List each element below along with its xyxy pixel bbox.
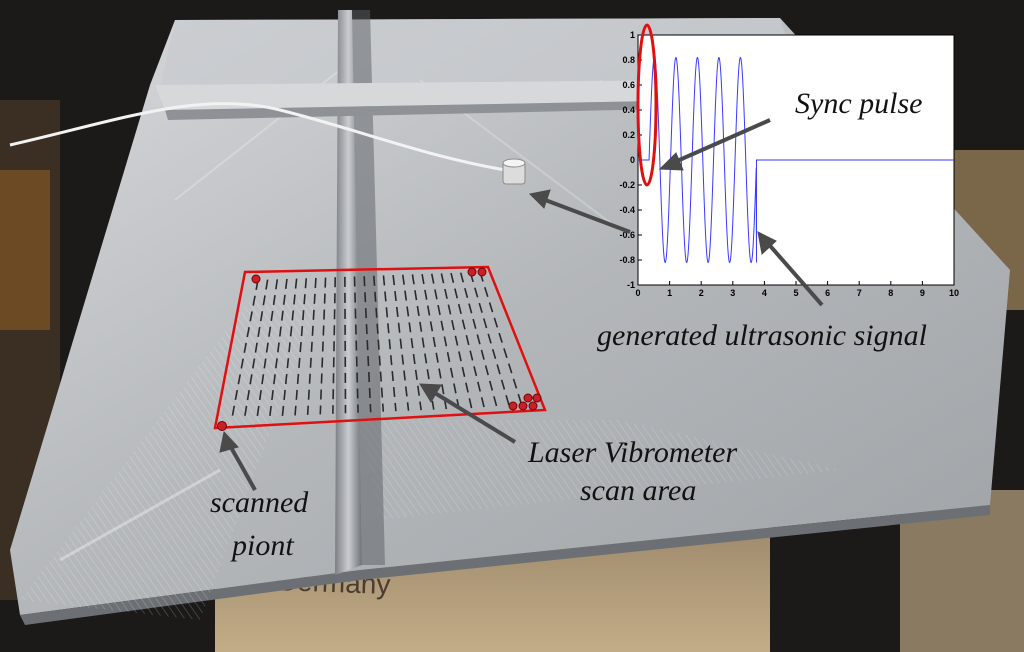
label-scan-area-line1: Laser Vibrometer — [527, 436, 737, 469]
scan-line — [382, 275, 397, 412]
scan-line — [231, 279, 259, 419]
scan-point-markers-bottom-right — [508, 393, 542, 411]
vertical-stiffener — [335, 10, 362, 575]
scan-line — [344, 276, 347, 414]
arrow-transducer — [539, 196, 631, 234]
arrow-transducer-head — [528, 189, 551, 209]
arrow-generated-signal — [763, 238, 824, 307]
label-scanned-line2: piont — [230, 529, 294, 562]
label-scanned-line1: scanned — [210, 486, 309, 519]
x-tick-label: 7 — [857, 288, 862, 298]
scan-line — [256, 279, 279, 418]
x-tick-label: 10 — [949, 288, 959, 298]
y-tick-label: -1 — [627, 280, 635, 290]
x-tick-label: 4 — [762, 288, 767, 298]
label-sync-pulse: Sync pulse — [795, 87, 922, 120]
sensor-cable — [9, 101, 506, 172]
scan-line — [459, 272, 498, 408]
arrow-generated-signal-head — [757, 231, 777, 255]
y-tick-label: 0.2 — [622, 130, 635, 140]
label-generated-signal: generated ultrasonic signal — [597, 319, 927, 352]
y-tick-label: 0.4 — [622, 105, 635, 115]
y-tick-label: 0.6 — [622, 80, 635, 90]
signal-chart: 0 1 2 3 4 5 6 7 8 9 10 1 0.8 0.6 0.4 0.2 0 -0.2 -0.4 -0.6 -0… — [619, 23, 959, 298]
stiffener-shadow — [352, 10, 385, 565]
scan-line — [450, 272, 485, 408]
scan-line — [332, 277, 337, 414]
y-tick-label: 1 — [630, 30, 635, 40]
y-tick-label: -0.8 — [619, 255, 635, 265]
scan-line — [269, 278, 288, 417]
scan-point-markers-top-right — [467, 267, 487, 277]
scan-line — [373, 275, 385, 412]
arrow-scanned-point-head — [219, 430, 239, 453]
rib-lower-right — [360, 420, 840, 520]
left-box — [0, 170, 50, 330]
arrow-sync-pulse — [667, 118, 771, 167]
y-tick-label: -0.2 — [619, 180, 635, 190]
x-tick-label: 0 — [635, 288, 640, 298]
x-tick-label: 2 — [699, 288, 704, 298]
scan-line — [281, 278, 298, 416]
scan-area-border — [213, 265, 547, 430]
x-tick-label: 8 — [888, 288, 893, 298]
arrow-scanned-point — [226, 441, 257, 491]
scan-line — [306, 277, 317, 415]
scan-line — [440, 273, 473, 409]
chart-ticks: 0 1 2 3 4 5 6 7 8 9 10 1 0.8 0.6 0.4 0.2 0 -0.2 -0.4 -0.6 -0… — [619, 30, 959, 298]
arrow-sync-pulse-head — [658, 152, 684, 171]
scan-line — [243, 279, 269, 418]
signal-line — [638, 56, 954, 264]
y-tick-label: 0.8 — [622, 55, 635, 65]
x-tick-label: 5 — [793, 288, 798, 298]
annotation-arrows — [219, 118, 824, 491]
ultrasonic-transducer — [502, 158, 526, 185]
plate-edge — [20, 505, 990, 625]
scan-line — [392, 275, 410, 411]
label-scan-area-line2: scan area — [580, 474, 696, 507]
scan-line — [319, 277, 327, 415]
scanned-point-marker — [217, 421, 227, 431]
arrow-scan-area-head — [419, 383, 442, 403]
scan-point-markers-top-left — [251, 274, 261, 284]
scan-line — [401, 274, 422, 411]
crease-4 — [59, 468, 221, 562]
scan-line — [469, 272, 511, 407]
y-tick-label: -0.4 — [619, 205, 635, 215]
scan-line — [363, 276, 372, 413]
y-tick-label: 0 — [630, 155, 635, 165]
scan-line — [479, 271, 523, 407]
y-tick-label: -0.6 — [619, 230, 635, 240]
x-tick-label: 9 — [920, 288, 925, 298]
scan-line — [421, 273, 448, 410]
x-tick-label: 3 — [730, 288, 735, 298]
horizontal-stiffener — [155, 80, 710, 110]
sync-pulse-highlight — [636, 23, 658, 187]
scan-line — [430, 273, 460, 409]
arrow-scan-area — [428, 388, 517, 444]
x-tick-label: 6 — [825, 288, 830, 298]
scan-line — [294, 278, 308, 416]
scan-lines — [231, 271, 523, 419]
scan-line — [353, 276, 359, 413]
x-tick-label: 1 — [667, 288, 672, 298]
